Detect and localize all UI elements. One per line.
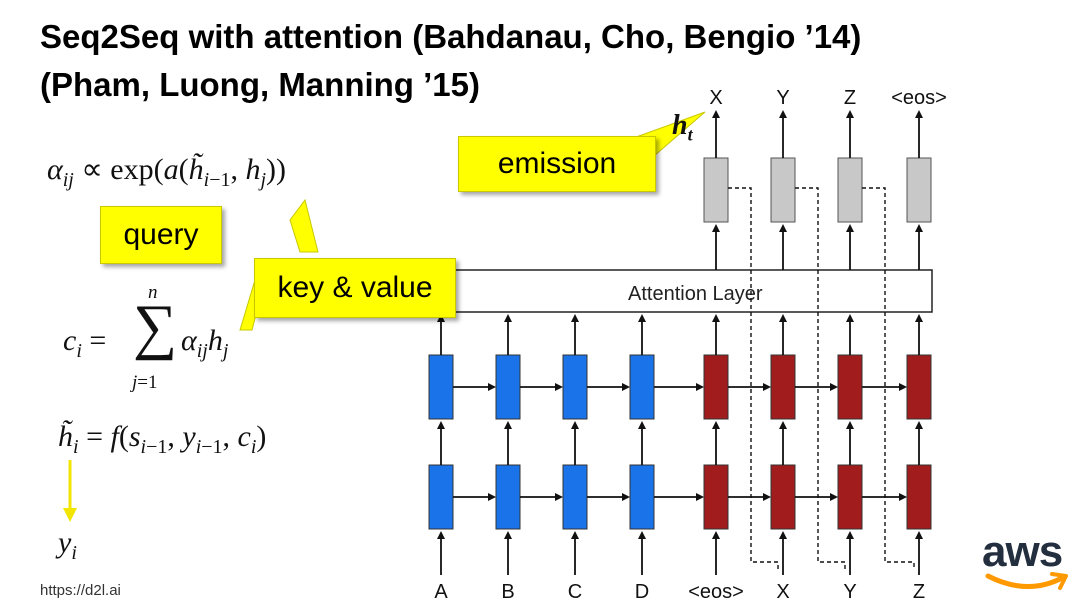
feedback-dashed-line	[795, 187, 846, 570]
aws-logo-text: aws	[982, 527, 1063, 576]
feedback-dashed-line	[728, 187, 779, 570]
emission-callout: emission	[458, 136, 656, 192]
slide-title-line2: (Pham, Luong, Manning ’15)	[40, 66, 480, 103]
output-cell	[703, 157, 729, 223]
encoder-cell	[629, 464, 655, 530]
output-cell	[906, 157, 932, 223]
encoder-cell	[428, 464, 454, 530]
output-cell	[837, 157, 863, 223]
decoder-cell	[770, 464, 796, 530]
decoder-cell	[837, 464, 863, 530]
input-token-label: <eos>	[688, 581, 744, 603]
output-state-label: ht	[672, 110, 693, 145]
decoder-cell	[906, 464, 932, 530]
encoder-cell	[495, 354, 521, 420]
attention-weight-formula: αij ∝ exp(a(h̃i−1, hj))	[47, 153, 287, 191]
key-value-pointer	[289, 198, 319, 253]
encoder-cell	[495, 464, 521, 530]
output-y-formula: yi	[58, 526, 77, 564]
input-token-label: X	[776, 581, 789, 603]
decoder-cell	[837, 354, 863, 420]
decoder-cell	[906, 354, 932, 420]
hidden-state-formula: h̃i = f(si−1, yi−1, ci)	[58, 420, 267, 458]
output-token-label: Z	[844, 87, 856, 109]
encoder-cell	[629, 354, 655, 420]
attention-layer-label: Attention Layer	[628, 283, 763, 305]
input-token-label: A	[434, 581, 448, 603]
key-value-callout: key & value	[254, 258, 456, 318]
input-token-label: Z	[913, 581, 925, 603]
smile-arrow-icon	[985, 572, 1068, 590]
slide-title-line1: Seq2Seq with attention (Bahdanau, Cho, B…	[40, 18, 862, 55]
rnn-cells: A B C D <eos> X Y Z X Y Z <eos>	[428, 87, 947, 603]
attention-layer-box	[447, 269, 933, 313]
output-token-label: <eos>	[891, 87, 947, 109]
input-token-label: C	[568, 581, 582, 603]
feedback-dashed-line	[862, 187, 915, 570]
output-cell	[770, 157, 796, 223]
input-token-label: Y	[843, 581, 856, 603]
query-callout: query	[100, 206, 222, 264]
source-url: https://d2l.ai	[40, 582, 121, 599]
encoder-cell	[562, 464, 588, 530]
decoder-cell	[703, 464, 729, 530]
input-token-label: B	[501, 581, 514, 603]
output-token-label: Y	[776, 87, 789, 109]
decoder-cell	[770, 354, 796, 420]
input-token-label: D	[635, 581, 649, 603]
encoder-cell	[562, 354, 588, 420]
encoder-cell	[428, 354, 454, 420]
decoder-cell	[703, 354, 729, 420]
aws-logo: aws	[982, 530, 1072, 600]
output-token-label: X	[709, 87, 722, 109]
